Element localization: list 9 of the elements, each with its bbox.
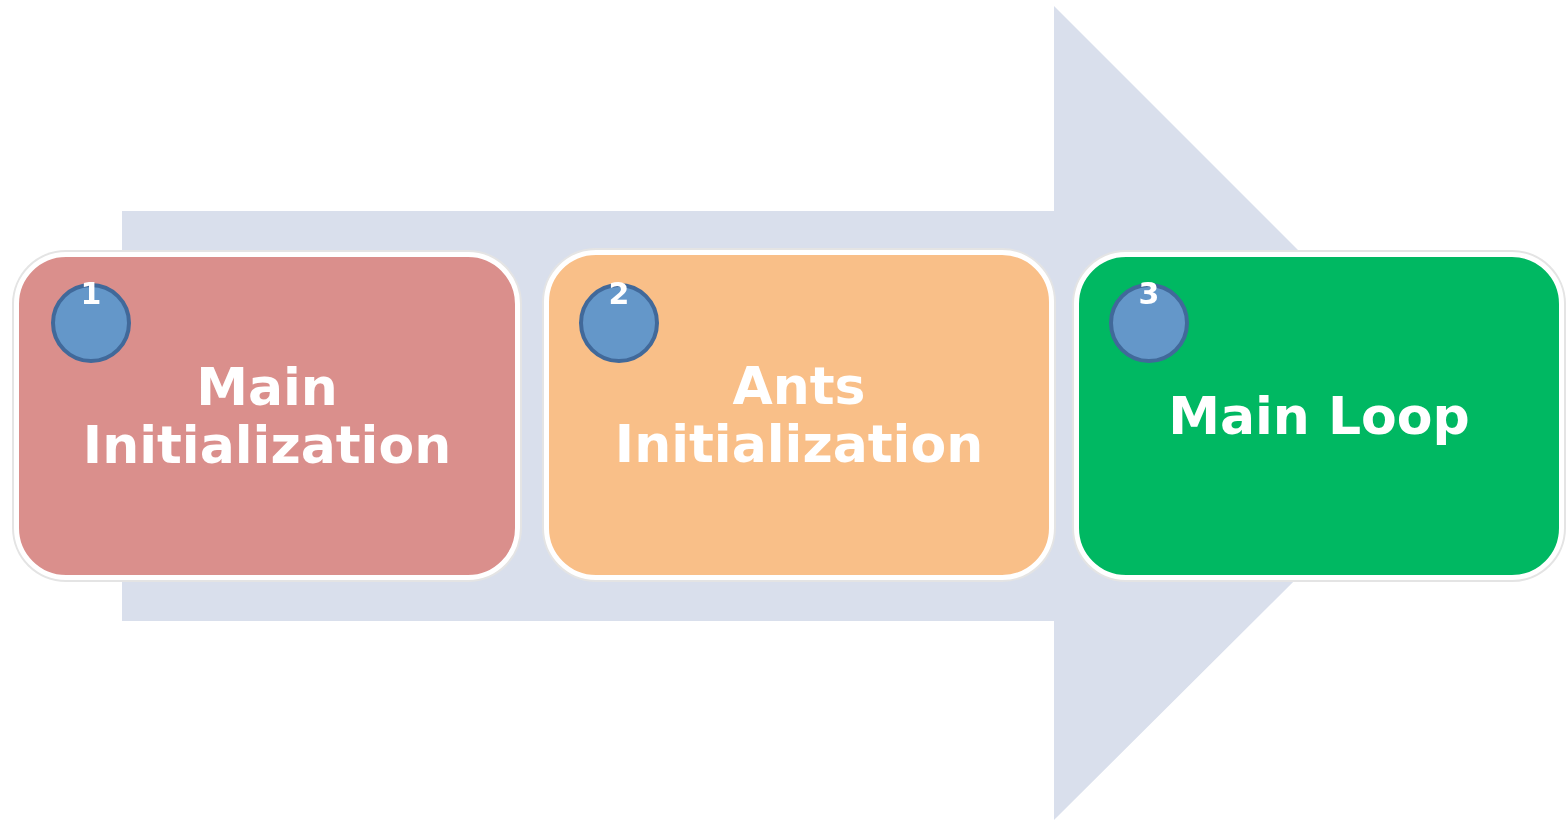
step-label: Ants Initialization [613, 356, 985, 474]
process-box [1074, 252, 1564, 580]
step-number: 3 [1137, 279, 1161, 309]
step-label: Main Initialization [81, 357, 453, 475]
step-label: Main Loop [1167, 386, 1471, 446]
process-box [544, 250, 1054, 580]
step-number: 2 [607, 279, 631, 309]
step-number: 1 [79, 279, 103, 309]
process-box [14, 252, 520, 580]
